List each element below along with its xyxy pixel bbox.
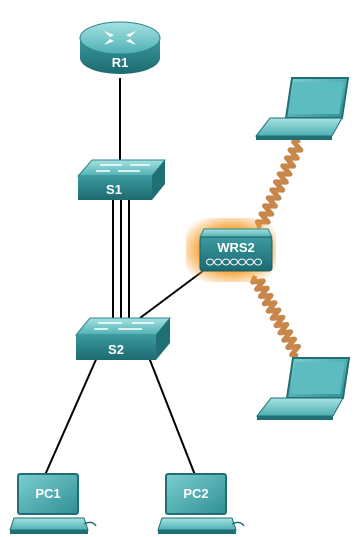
switch-arrows-icon xyxy=(96,164,150,172)
link-s2-pc2 xyxy=(147,354,196,476)
wireless-router-wrs2[interactable]: WRS2 xyxy=(186,218,276,282)
pc-pc1[interactable]: PC1 xyxy=(9,473,97,534)
antenna-leds-icon xyxy=(206,258,262,266)
wireless-link-bottom xyxy=(250,275,301,359)
wireless-links xyxy=(250,137,304,359)
router-label: R1 xyxy=(112,55,129,70)
switch-s2-label: S2 xyxy=(108,342,124,357)
switch-s1[interactable]: S1 xyxy=(76,159,167,200)
laptop-top[interactable] xyxy=(254,77,350,140)
router-r1[interactable]: R1 xyxy=(79,21,161,74)
pc-pc2[interactable]: PC2 xyxy=(157,473,245,534)
switch-s2[interactable]: S2 xyxy=(74,317,172,360)
router-arrows-icon xyxy=(104,31,136,45)
pc2-label: PC2 xyxy=(183,486,208,501)
switch-s1-label: S1 xyxy=(106,182,122,197)
pc1-label: PC1 xyxy=(35,486,60,501)
wired-links xyxy=(44,78,216,476)
wireless-router-label: WRS2 xyxy=(217,240,255,255)
wireless-link-top xyxy=(254,137,304,230)
laptop-bottom[interactable] xyxy=(255,357,351,420)
link-s2-pc1 xyxy=(44,354,99,476)
switch-arrows-icon xyxy=(94,322,154,330)
